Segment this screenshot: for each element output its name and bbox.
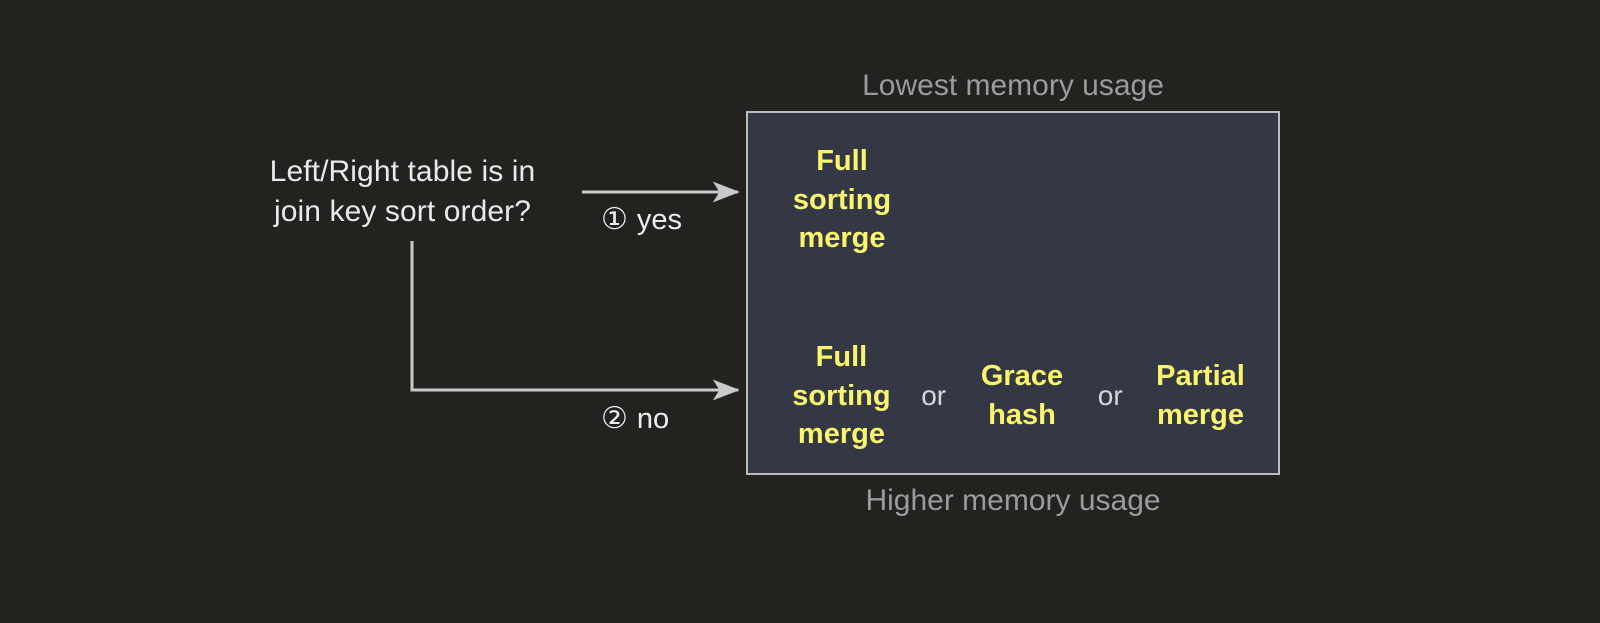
lowest-memory-caption: Lowest memory usage bbox=[862, 69, 1164, 102]
branch-marker-1: ① bbox=[601, 203, 628, 236]
sorted-branch-options-row: Full sorting merge bbox=[748, 135, 1278, 265]
option-separator-2: or bbox=[1097, 380, 1123, 411]
branch-text-no: no bbox=[636, 403, 670, 435]
option-full-sorting-merge-sorted: Full sorting merge bbox=[792, 144, 892, 255]
option-full-sorting-merge-unsorted: Full sorting merge bbox=[792, 340, 891, 451]
branch-marker-2: ② bbox=[601, 402, 628, 435]
join-algorithm-results-box: Full sorting merge Full sorting merge or… bbox=[746, 111, 1280, 475]
unsorted-branch-options-row: Full sorting merge or Grace hash or Part… bbox=[748, 331, 1278, 461]
decision-question: Left/Right table is in join key sort ord… bbox=[269, 155, 536, 228]
option-grace-hash: Grace hash bbox=[980, 360, 1064, 431]
branch-label-yes: ① yes bbox=[601, 205, 682, 235]
option-separator-1: or bbox=[921, 380, 947, 411]
branch-label-no: ② no bbox=[601, 404, 669, 434]
branch-text-yes: yes bbox=[636, 204, 683, 236]
option-partial-merge: Partial merge bbox=[1156, 360, 1245, 431]
higher-memory-caption: Higher memory usage bbox=[865, 484, 1161, 517]
